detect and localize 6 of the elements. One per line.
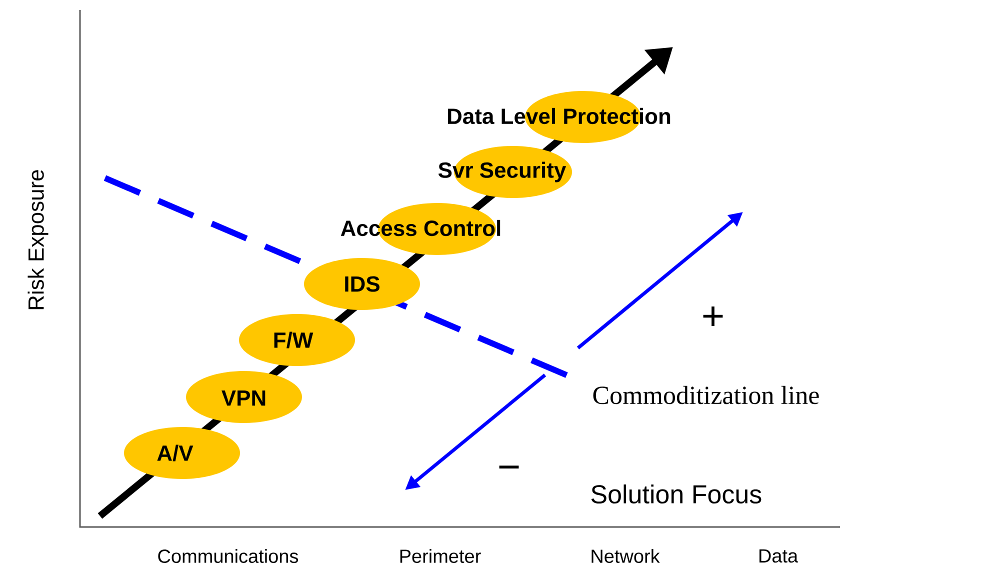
axis-label: Data (760, 549, 798, 563)
axis-title: Risk Exposure (28, 170, 48, 310)
plus-sign: + (703, 306, 723, 326)
axis-label: Perimeter (400, 549, 481, 563)
axis-label: Communications (158, 549, 298, 563)
axis-label: Network (592, 549, 660, 563)
